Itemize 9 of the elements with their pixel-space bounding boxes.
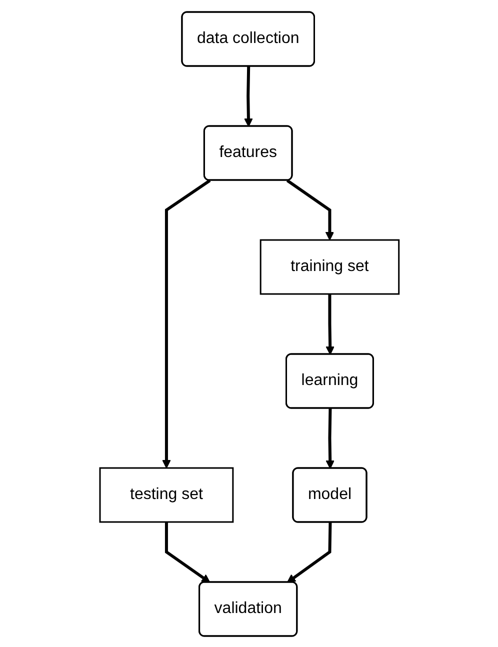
node-box: training set bbox=[259, 238, 400, 294]
arrow bbox=[286, 178, 334, 240]
arrow bbox=[286, 522, 332, 582]
arrow bbox=[244, 66, 252, 126]
node-box: testing set bbox=[98, 466, 234, 522]
arrow bbox=[325, 294, 334, 354]
arrow bbox=[162, 178, 210, 468]
arrow bbox=[164, 522, 210, 582]
arrow bbox=[325, 408, 334, 468]
